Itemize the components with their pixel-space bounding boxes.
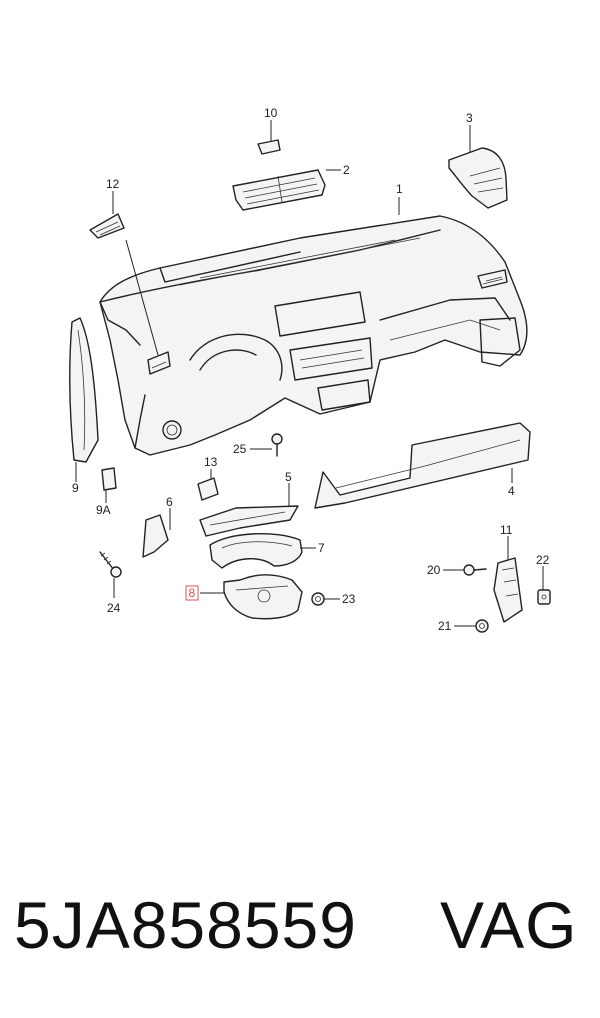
right-air-duct <box>448 147 508 209</box>
part-number-label: 5JA858559 <box>14 888 357 962</box>
callout-12: 12 <box>106 177 120 191</box>
callout-23: 23 <box>342 592 356 606</box>
callout-22: 22 <box>536 553 550 567</box>
callout-6: 6 <box>166 495 173 509</box>
callout-labels: 1 2 3 4 5 6 7 8 9 9A 10 11 12 13 20 21 2… <box>72 106 550 633</box>
clip-21 <box>475 619 489 633</box>
side-bracket-11 <box>493 557 523 623</box>
callout-24: 24 <box>107 601 121 615</box>
upper-column-trim <box>199 505 299 537</box>
lower-column-cover <box>223 574 303 620</box>
right-trim-strip <box>314 422 531 509</box>
callout-5: 5 <box>285 470 292 484</box>
callout-20: 20 <box>427 563 441 577</box>
screw-24 <box>99 551 122 578</box>
nut-23 <box>311 592 325 606</box>
square-clip-22 <box>537 589 551 605</box>
clip-9a <box>101 467 117 491</box>
leader-lines <box>75 120 544 627</box>
callout-8: 8 <box>189 586 196 600</box>
callout-21: 21 <box>438 619 452 633</box>
block-13 <box>197 477 219 501</box>
left-end-panel <box>69 317 99 463</box>
callout-11: 11 <box>500 523 513 537</box>
callout-8-box: 8 <box>185 585 199 601</box>
callout-1: 1 <box>396 182 403 196</box>
center-air-vent <box>232 169 326 211</box>
callout-10: 10 <box>264 106 278 120</box>
callout-3: 3 <box>466 111 473 125</box>
callout-9: 9 <box>72 481 79 495</box>
screw-25 <box>271 433 283 457</box>
callout-9a: 9A <box>96 503 111 517</box>
callout-25: 25 <box>233 442 247 456</box>
callout-4: 4 <box>508 484 515 498</box>
small-side-trim <box>142 514 169 558</box>
vent-grille-12 <box>89 213 125 239</box>
callout-7: 7 <box>318 541 325 555</box>
mid-column-cover <box>209 532 303 569</box>
bolt-20 <box>463 564 487 576</box>
callout-13: 13 <box>204 455 218 469</box>
brand-label: VAG <box>440 888 578 962</box>
dashboard-body <box>99 215 528 456</box>
callout-2: 2 <box>343 163 350 177</box>
cap-10 <box>257 139 281 155</box>
